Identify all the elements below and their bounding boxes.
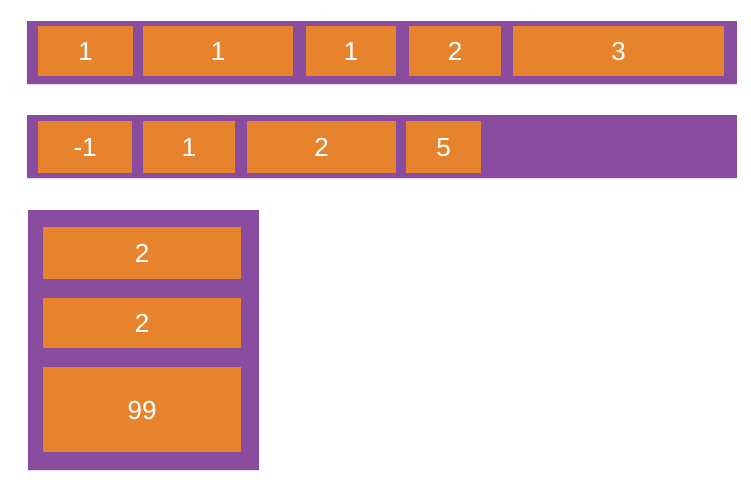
- flex-item: 2: [43, 298, 241, 348]
- flex-item: 3: [513, 26, 724, 76]
- flex-container-row-2: -1 1 2 5: [27, 115, 737, 178]
- flex-container-row-1: 1 1 1 2 3: [27, 21, 737, 84]
- flex-item: 5: [406, 121, 481, 173]
- flex-container-column: 2 2 99: [28, 210, 259, 470]
- flex-item: 1: [38, 26, 133, 76]
- flex-item: 1: [143, 121, 235, 173]
- flex-item: 2: [409, 26, 501, 76]
- flex-item: 1: [306, 26, 396, 76]
- flex-item: 2: [43, 227, 241, 279]
- flex-item: -1: [38, 121, 132, 173]
- flex-item: 99: [43, 367, 241, 452]
- flex-item: 1: [143, 26, 293, 76]
- flex-item: 2: [247, 121, 396, 173]
